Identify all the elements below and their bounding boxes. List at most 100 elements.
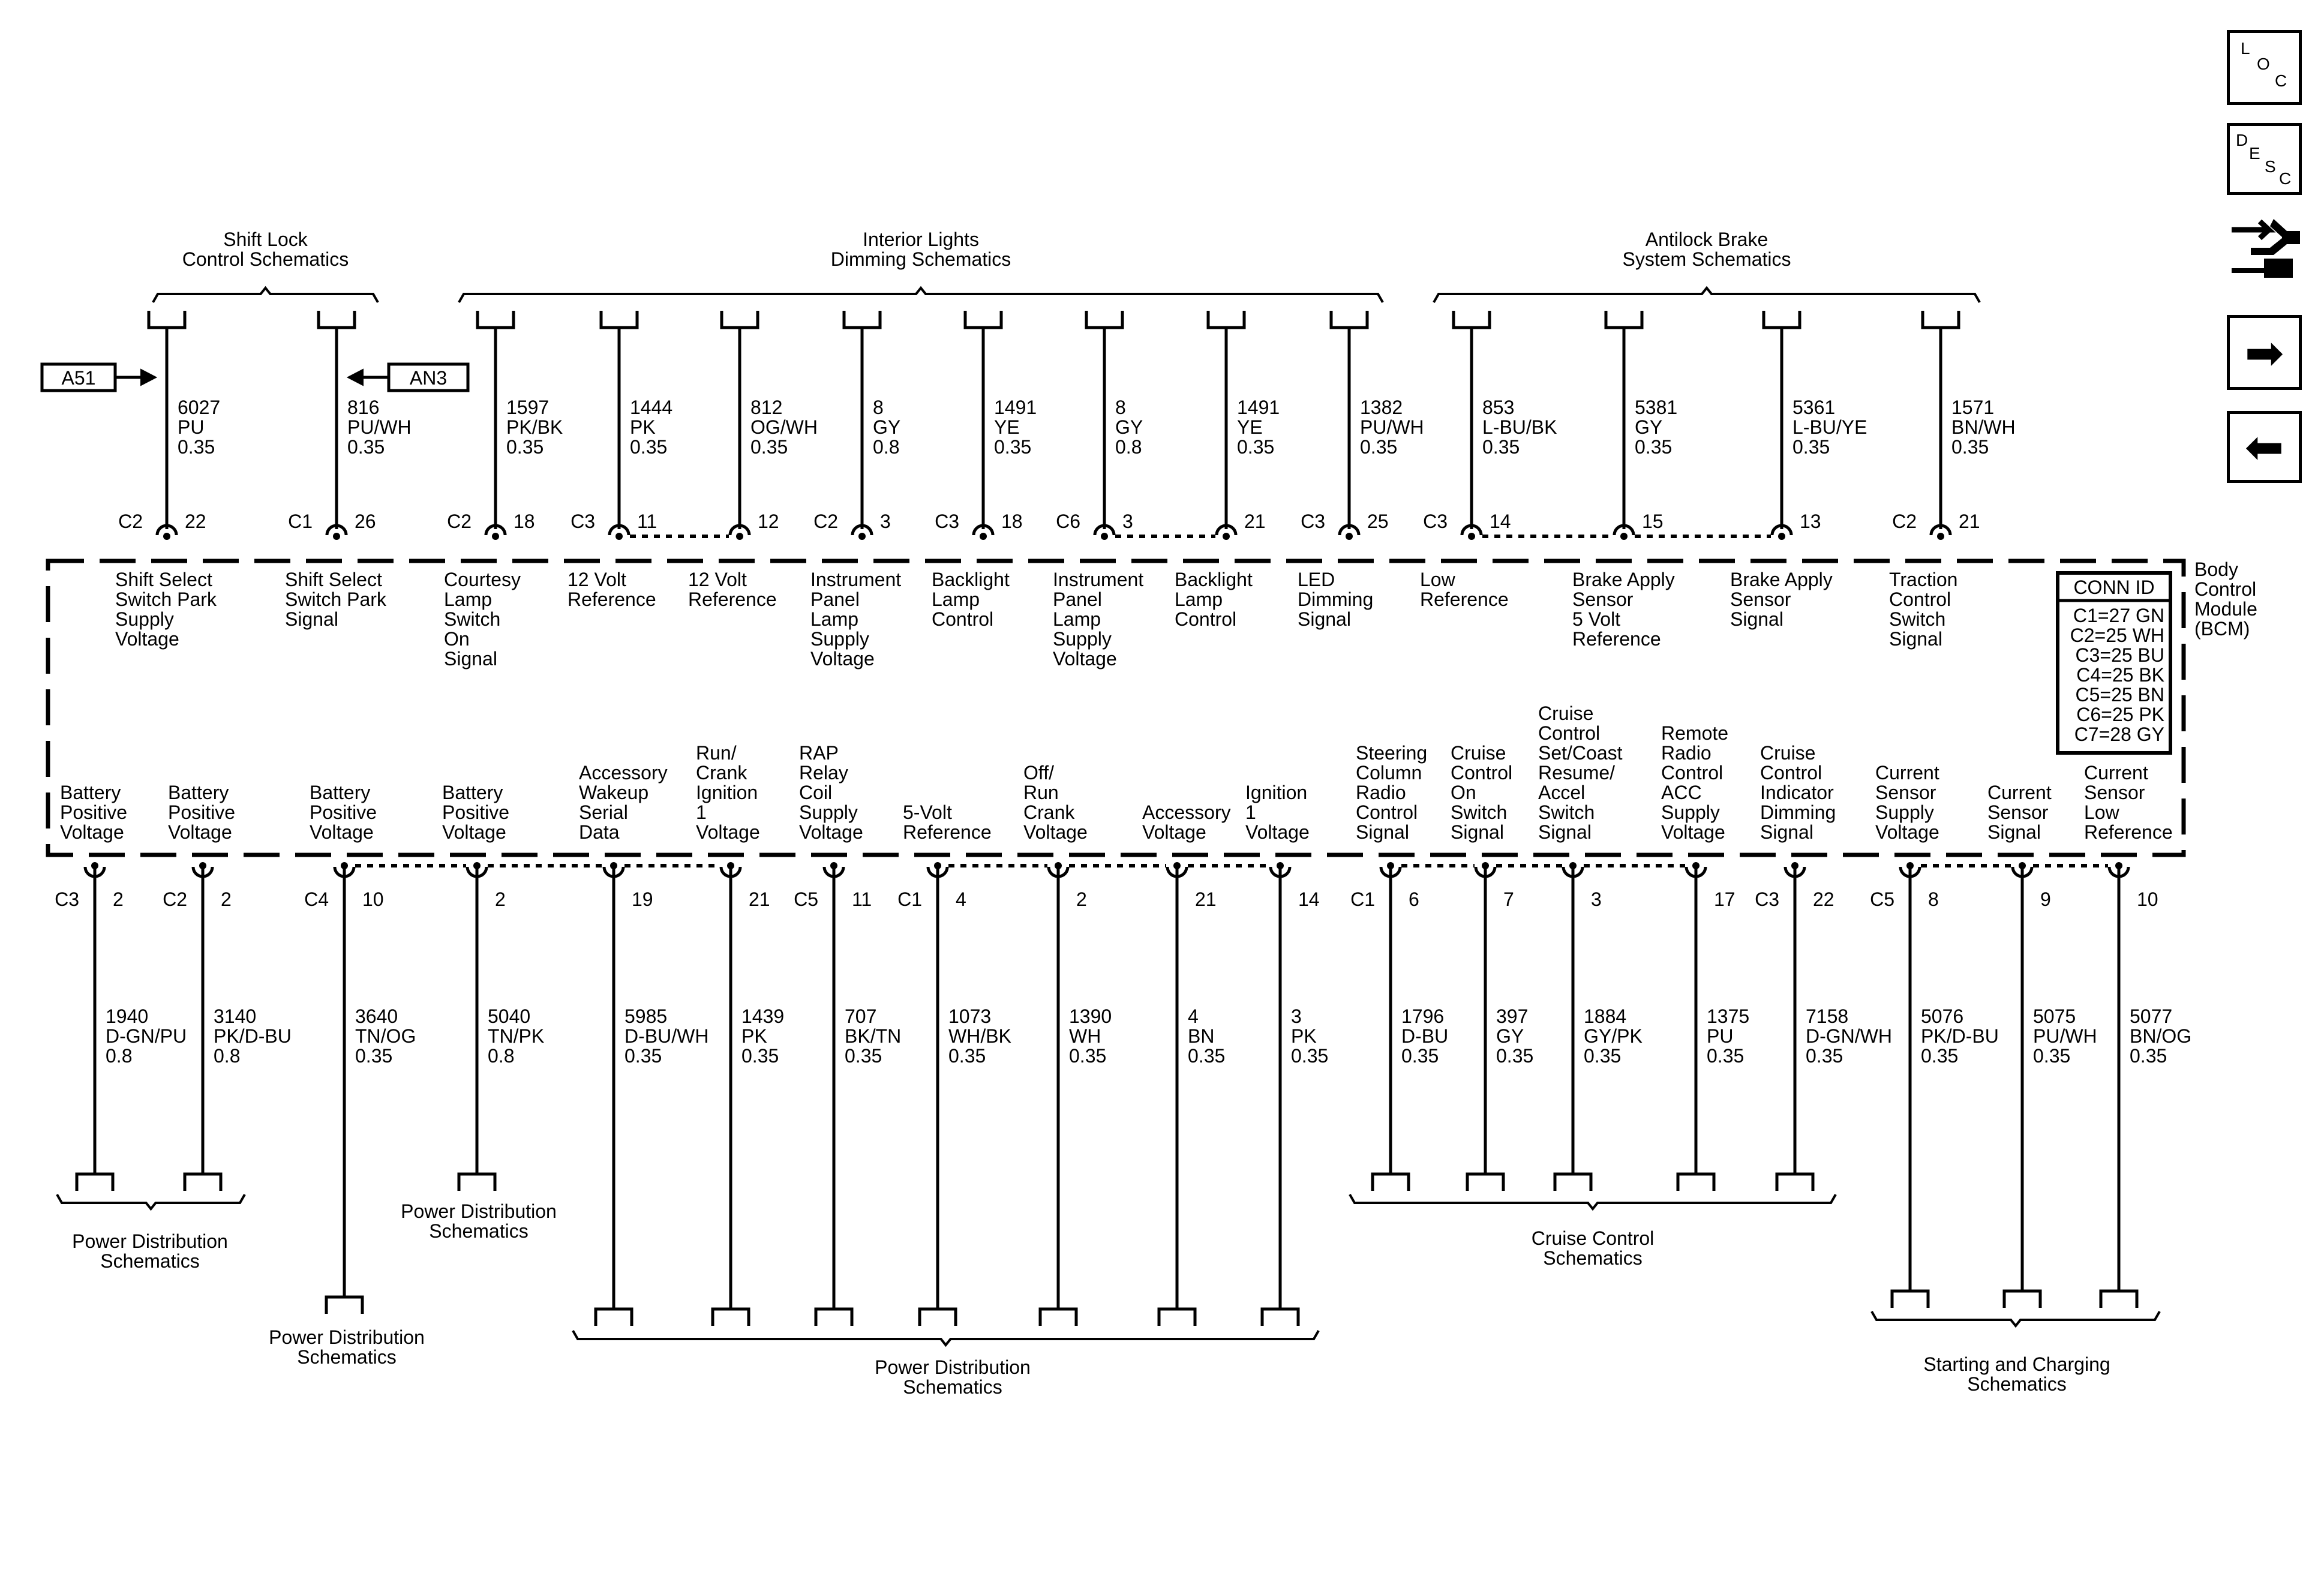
bottom-pin-number: 10 (362, 888, 384, 910)
top-pin-function: Lamp (1175, 589, 1223, 610)
bottom-group-label: Schematics (100, 1250, 199, 1272)
bottom-group-bracket (1349, 1194, 1837, 1211)
top-pin-function: Lamp (810, 608, 858, 630)
bottom-pin-number: 4 (956, 888, 966, 910)
bottom-circuit-number: 1390 (1069, 1005, 1112, 1027)
top-wire-gauge: 0.8 (1115, 436, 1142, 458)
bottom-pin-function: Reference (2084, 821, 2173, 843)
top-pin-dot (1223, 533, 1230, 540)
top-pin (608, 524, 630, 536)
bottom-pin-function: 5-Volt (903, 801, 952, 823)
top-pin-function: Control (932, 608, 993, 630)
top-pin-function: Panel (810, 589, 860, 610)
bottom-pin-number: 2 (113, 888, 124, 910)
bottom-pin-function: Radio (1661, 742, 1712, 764)
top-pin-dot (163, 533, 170, 540)
bottom-pin-function: Sensor (1875, 782, 1936, 803)
option-tag-an3: AN3 (410, 367, 447, 389)
conn-id-title: CONN ID (2073, 577, 2154, 598)
bottom-circuit-number: 5076 (1921, 1005, 1963, 1027)
top-terminal (1329, 311, 1369, 329)
wrench-button[interactable] (2227, 213, 2302, 285)
top-wire-color: GY (1115, 416, 1143, 438)
bcm-name: Module (2194, 598, 2257, 620)
bottom-pin-function: Voltage (696, 821, 760, 843)
top-pin-number: 18 (514, 511, 535, 532)
top-pin-function: Supply (115, 608, 174, 630)
desc-letter-c: C (2279, 169, 2292, 188)
bottom-wire-gauge: 0.35 (948, 1045, 986, 1067)
bottom-pin-function: Voltage (60, 821, 124, 843)
top-wire-color: YE (994, 416, 1020, 438)
bottom-connector-id: C4 (304, 888, 329, 910)
top-wire-gauge: 0.35 (347, 436, 385, 458)
bottom-terminal (1260, 1307, 1300, 1326)
bottom-terminal (1466, 1172, 1505, 1191)
top-pin-number: 26 (355, 511, 376, 532)
loc-button[interactable]: L O C (2227, 30, 2302, 105)
top-pin (728, 524, 751, 536)
top-pin-dot (615, 533, 623, 540)
bottom-terminal (75, 1172, 115, 1191)
top-pin (1770, 524, 1793, 536)
top-pin-function: Reference (688, 589, 777, 610)
desc-button[interactable]: D E S C (2227, 123, 2302, 195)
bottom-pin-function: ACC (1661, 782, 1702, 803)
bottom-pin-function: Dimming (1760, 801, 1836, 823)
bottom-wire-color: WH/BK (948, 1025, 1011, 1047)
top-wire-gauge: 0.35 (1792, 436, 1830, 458)
top-pin-function: 5 Volt (1572, 608, 1620, 630)
previous-button[interactable]: ⬅ (2227, 411, 2302, 483)
top-terminal (1604, 311, 1644, 329)
bottom-circuit-number: 7158 (1806, 1005, 1848, 1027)
bottom-wire-gauge: 0.8 (488, 1045, 514, 1067)
top-wire-gauge: 0.35 (994, 436, 1031, 458)
bottom-pin-function: Signal (1987, 821, 2041, 843)
bottom-wire-color: GY/PK (1584, 1025, 1643, 1047)
bottom-wire-color: D-GN/WH (1806, 1025, 1892, 1047)
bottom-pin-function: Voltage (1023, 821, 1088, 843)
bottom-pin-number: 14 (1298, 888, 1320, 910)
top-pin-dot (1346, 533, 1353, 540)
bottom-circuit-number: 1884 (1584, 1005, 1626, 1027)
top-pin-function: Low (1420, 569, 1456, 590)
bottom-pin-function: On (1451, 782, 1476, 803)
bottom-terminal (1038, 1307, 1078, 1326)
bottom-pin-number: 9 (2040, 888, 2051, 910)
top-pin-function: Sensor (1572, 589, 1634, 610)
top-pin-function: Control (1175, 608, 1236, 630)
bottom-pin-function: Positive (310, 801, 377, 823)
bottom-pin-function: Wakeup (579, 782, 648, 803)
bottom-group-label: Power Distribution (269, 1326, 425, 1348)
top-circuit-number: 5361 (1792, 397, 1835, 418)
bottom-pin-function: Indicator (1760, 782, 1834, 803)
bottom-pin-function: Off/ (1023, 762, 1054, 784)
next-button[interactable]: ➡ (2227, 315, 2302, 390)
top-pin-function: Brake Apply (1572, 569, 1675, 590)
top-terminal (599, 311, 639, 329)
bottom-wire-gauge: 0.8 (214, 1045, 240, 1067)
bottom-terminal (1775, 1172, 1815, 1191)
desc-letter-s: S (2265, 157, 2276, 176)
bottom-group-label: Schematics (1543, 1247, 1642, 1269)
bottom-wire-color: PK/D-BU (214, 1025, 292, 1047)
top-pin-number: 25 (1367, 511, 1389, 532)
top-group-label: Interior Lights (863, 229, 979, 250)
top-pin-function: Switch Park (115, 589, 217, 610)
top-pin-function: Signal (1298, 608, 1351, 630)
top-connector-id: C3 (935, 511, 959, 532)
bottom-connector-id: C1 (1350, 888, 1375, 910)
top-pin-dot (1468, 533, 1475, 540)
bottom-wire-gauge: 0.35 (624, 1045, 662, 1067)
bottom-terminal (1157, 1307, 1197, 1326)
bottom-pin-number: 21 (1195, 888, 1217, 910)
bottom-pin-function: Accel (1538, 782, 1585, 803)
top-wire-gauge: 0.8 (873, 436, 899, 458)
bottom-pin-function: Accessory (579, 762, 668, 784)
top-wire-color: PU/WH (347, 416, 412, 438)
bottom-pin-function: Low (2084, 801, 2120, 823)
conn-id-box (2056, 571, 2172, 755)
top-pin-function: Signal (444, 648, 497, 670)
bottom-terminal (183, 1172, 223, 1191)
bottom-pin-function: Steering (1356, 742, 1427, 764)
